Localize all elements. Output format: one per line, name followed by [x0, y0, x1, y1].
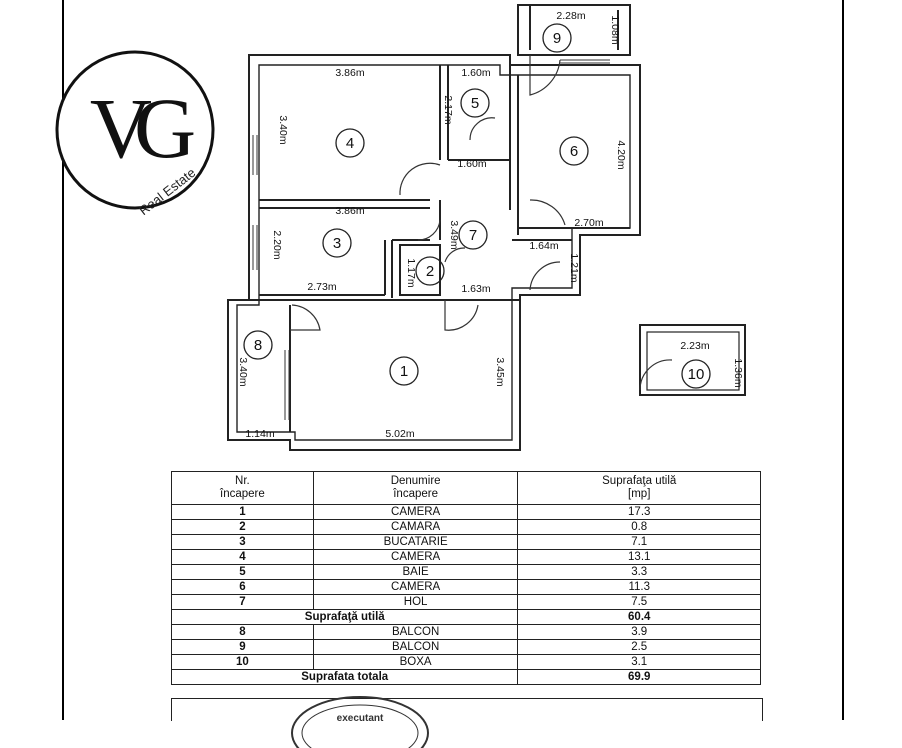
room-number-2: 2 — [426, 263, 434, 280]
dimension-label: 2.23m — [680, 340, 709, 352]
room-number-8: 8 — [254, 337, 262, 354]
cell-name: BAIE — [312, 564, 519, 580]
room-number-4: 4 — [346, 135, 354, 152]
dimension-label: 2.70m — [574, 217, 603, 229]
cell-area: 3.3 — [517, 564, 761, 580]
dimension-label: 1.64m — [529, 240, 558, 252]
dimension-label: 3.40m — [237, 357, 249, 386]
cell-nr: 2 — [171, 519, 314, 535]
cell-nr: 10 — [171, 654, 314, 670]
cell-area: 2.5 — [517, 639, 761, 655]
cell-nr: 3 — [171, 534, 314, 550]
dimension-label: 1.60m — [457, 158, 486, 170]
cell-name: CAMERA — [312, 504, 519, 520]
dimension-label: 1.36m — [732, 358, 744, 387]
dimension-label: 2.17m — [442, 95, 454, 124]
header-nr: Nr. încapere — [171, 471, 314, 505]
dimension-label: 2.20m — [271, 230, 283, 259]
cell-name: BUCATARIE — [312, 534, 519, 550]
dimension-label: 3.49m — [448, 220, 460, 249]
cell-nr: 4 — [171, 549, 314, 565]
dimension-label: 2.73m — [307, 281, 336, 293]
official-stamp: executant — [291, 696, 429, 748]
cell-name: BOXA — [312, 654, 519, 670]
cell-area: 3.1 — [517, 654, 761, 670]
dimension-label: 1.17m — [405, 258, 417, 287]
cell-name: BALCON — [312, 639, 519, 655]
cell-area: 7.1 — [517, 534, 761, 550]
cell-name: CAMERA — [312, 579, 519, 595]
cell-area: 7.5 — [517, 594, 761, 610]
room-number-3: 3 — [333, 235, 341, 252]
floor-plan: 9 5 4 6 3 7 2 8 1 10 3.86m 1.60m 2.28m 1… — [227, 4, 746, 451]
stamp-text: executant — [337, 713, 384, 724]
apartment-outline — [227, 54, 641, 451]
cell-area: 11.3 — [517, 579, 761, 595]
cell-nr: 9 — [171, 639, 314, 655]
cell-area: 13.1 — [517, 549, 761, 565]
dimension-label: 4.20m — [615, 140, 627, 169]
dimension-label: 1.08m — [609, 15, 621, 44]
room-10-outline — [639, 324, 746, 396]
dimension-label: 1.63m — [461, 283, 490, 295]
cell-nr: 5 — [171, 564, 314, 580]
room-number-1: 1 — [400, 363, 408, 380]
cell-nr: 7 — [171, 594, 314, 610]
header-area: Suprafaţa utilă [mp] — [517, 471, 761, 505]
dimension-label: 2.28m — [556, 10, 585, 22]
dimension-label: 1.14m — [245, 428, 274, 440]
dimension-label: 3.86m — [335, 67, 364, 79]
cell-name: BALCON — [312, 624, 519, 640]
cell-name: CAMARA — [312, 519, 519, 535]
room-number-7: 7 — [469, 227, 477, 244]
dimension-label: 1.60m — [461, 67, 490, 79]
cell-name: HOL — [312, 594, 519, 610]
room-9-outline — [517, 4, 631, 56]
total-value: 69.9 — [517, 669, 761, 685]
room-area-table: Nr. încapere Denumire încapere Suprafaţa… — [170, 471, 761, 685]
room-number-9: 9 — [553, 30, 561, 47]
room-number-5: 5 — [471, 95, 479, 112]
header-name: Denumire încapere — [312, 471, 519, 505]
dimension-label: 5.02m — [385, 428, 414, 440]
cell-name: CAMERA — [312, 549, 519, 565]
room-number-10: 10 — [688, 366, 705, 383]
vg-real-estate-logo: VG Real Estate — [55, 50, 215, 215]
cell-area: 0.8 — [517, 519, 761, 535]
dimension-label: 3.45m — [494, 357, 506, 386]
cell-nr: 6 — [171, 579, 314, 595]
dimension-label: 1.21m — [568, 253, 580, 282]
subtotal-label: Suprafaţă utilă — [170, 609, 519, 625]
cell-nr: 1 — [171, 504, 314, 520]
cell-nr: 8 — [171, 624, 314, 640]
table-header-row: Nr. încapere Denumire încapere Suprafaţa… — [171, 471, 761, 505]
dimension-label: 3.86m — [335, 205, 364, 217]
dimension-label: 3.40m — [277, 115, 289, 144]
signature-row — [171, 698, 763, 721]
subtotal-row: Suprafaţă utilă 60.4 — [170, 609, 761, 625]
subtotal-value: 60.4 — [517, 609, 761, 625]
room-number-6: 6 — [570, 143, 578, 160]
cell-area: 17.3 — [517, 504, 761, 520]
total-row: Suprafata totala 69.9 — [170, 669, 761, 685]
total-label: Suprafata totala — [170, 669, 519, 685]
cell-area: 3.9 — [517, 624, 761, 640]
